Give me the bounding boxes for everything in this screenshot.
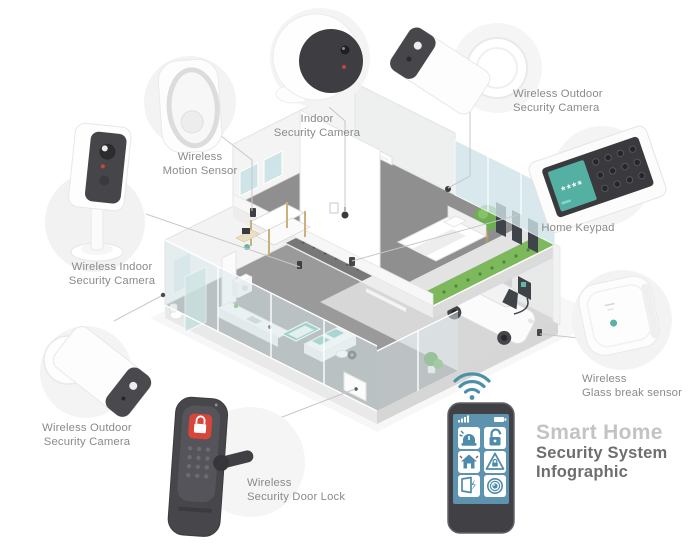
indoor-security-camera-illustration xyxy=(270,8,370,108)
window xyxy=(263,150,283,185)
door-handle-lever xyxy=(213,450,254,471)
keypad-buttons xyxy=(592,145,646,193)
pir-dome xyxy=(180,110,204,134)
app-tiles xyxy=(458,427,506,497)
title-line-3: Infographic xyxy=(536,462,629,481)
wireless-outdoor-security-camera-top-illustration xyxy=(390,23,542,115)
door-handle xyxy=(354,387,358,391)
padlock-icon xyxy=(193,415,207,434)
wireless-security-door-lock-illustration xyxy=(167,396,305,537)
connector-lines xyxy=(113,98,580,437)
wireless-motion-sensor-illustration xyxy=(144,56,236,154)
record-led xyxy=(342,65,346,69)
label-home-keypad: Home Keypad xyxy=(541,222,615,234)
camera-lens-icon xyxy=(129,381,138,390)
charger-cable xyxy=(513,297,529,315)
wall-art xyxy=(329,202,339,214)
headboard xyxy=(447,205,487,237)
blanket xyxy=(412,229,466,256)
upper-floor-furniture xyxy=(235,186,542,336)
mounted-glass-sensor xyxy=(537,329,542,336)
wireless-outdoor-security-camera-bottom-illustration xyxy=(40,326,152,418)
title-line-1: Smart Home xyxy=(536,421,663,444)
smart-home-wifi-icon xyxy=(459,454,479,469)
mounted-indoor-camera xyxy=(341,211,349,219)
keypad-screen xyxy=(548,160,597,212)
title-line-2: Security System xyxy=(536,444,668,462)
tv-console xyxy=(366,288,406,312)
camera-lens-icon xyxy=(413,41,422,50)
label-indoor-security-camera: Indoor Security Camera xyxy=(273,113,361,139)
roof-garden xyxy=(415,236,555,306)
status-led xyxy=(610,319,618,327)
camera-lens-icon xyxy=(340,45,350,55)
connector-dot xyxy=(160,292,166,298)
home-keypad-illustration: **** xyxy=(528,125,667,233)
mounted-thermostat xyxy=(349,257,355,266)
front-door xyxy=(343,371,367,402)
door-sensor-icon xyxy=(461,476,476,494)
front-glass-walls xyxy=(164,239,459,412)
wireless-indoor-security-camera-illustration xyxy=(45,122,145,272)
lock-keypad xyxy=(186,446,211,479)
pillow xyxy=(443,215,467,228)
siren-alarm-icon xyxy=(459,430,477,446)
battery-icon xyxy=(494,417,507,422)
desk-monitor xyxy=(242,228,250,234)
label-wireless-security-door-lock: Wireless Security Door Lock xyxy=(247,477,346,503)
smartphone-illustration xyxy=(447,372,515,534)
label-wireless-glass-break-sensor: Wireless Glass break sensor xyxy=(582,373,683,399)
balcony xyxy=(397,227,537,297)
label-wireless-outdoor-security-camera-top: Wireless Outdoor Security Camera xyxy=(513,88,603,114)
wifi-icon xyxy=(453,372,491,400)
mounted-motion-sensor xyxy=(250,208,256,217)
mounted-wall-device xyxy=(297,261,302,269)
stairwell xyxy=(286,236,376,281)
record-led xyxy=(100,164,105,169)
infographic-title: Smart Home Security System Infographic xyxy=(536,421,667,481)
wireless-glass-break-sensor-illustration xyxy=(572,270,672,370)
label-wireless-outdoor-security-camera-bottom: Wireless Outdoor Security Camera xyxy=(42,422,132,448)
label-wireless-motion-sensor: Wireless Motion Sensor xyxy=(162,151,238,177)
warning-lock-icon xyxy=(485,452,505,470)
unlocked-padlock-icon xyxy=(489,428,502,446)
label-wireless-indoor-security-camera: Wireless Indoor Security Camera xyxy=(68,261,156,287)
signal-icon xyxy=(458,415,469,423)
surveillance-eye-icon xyxy=(486,477,503,494)
windshield xyxy=(502,288,518,310)
